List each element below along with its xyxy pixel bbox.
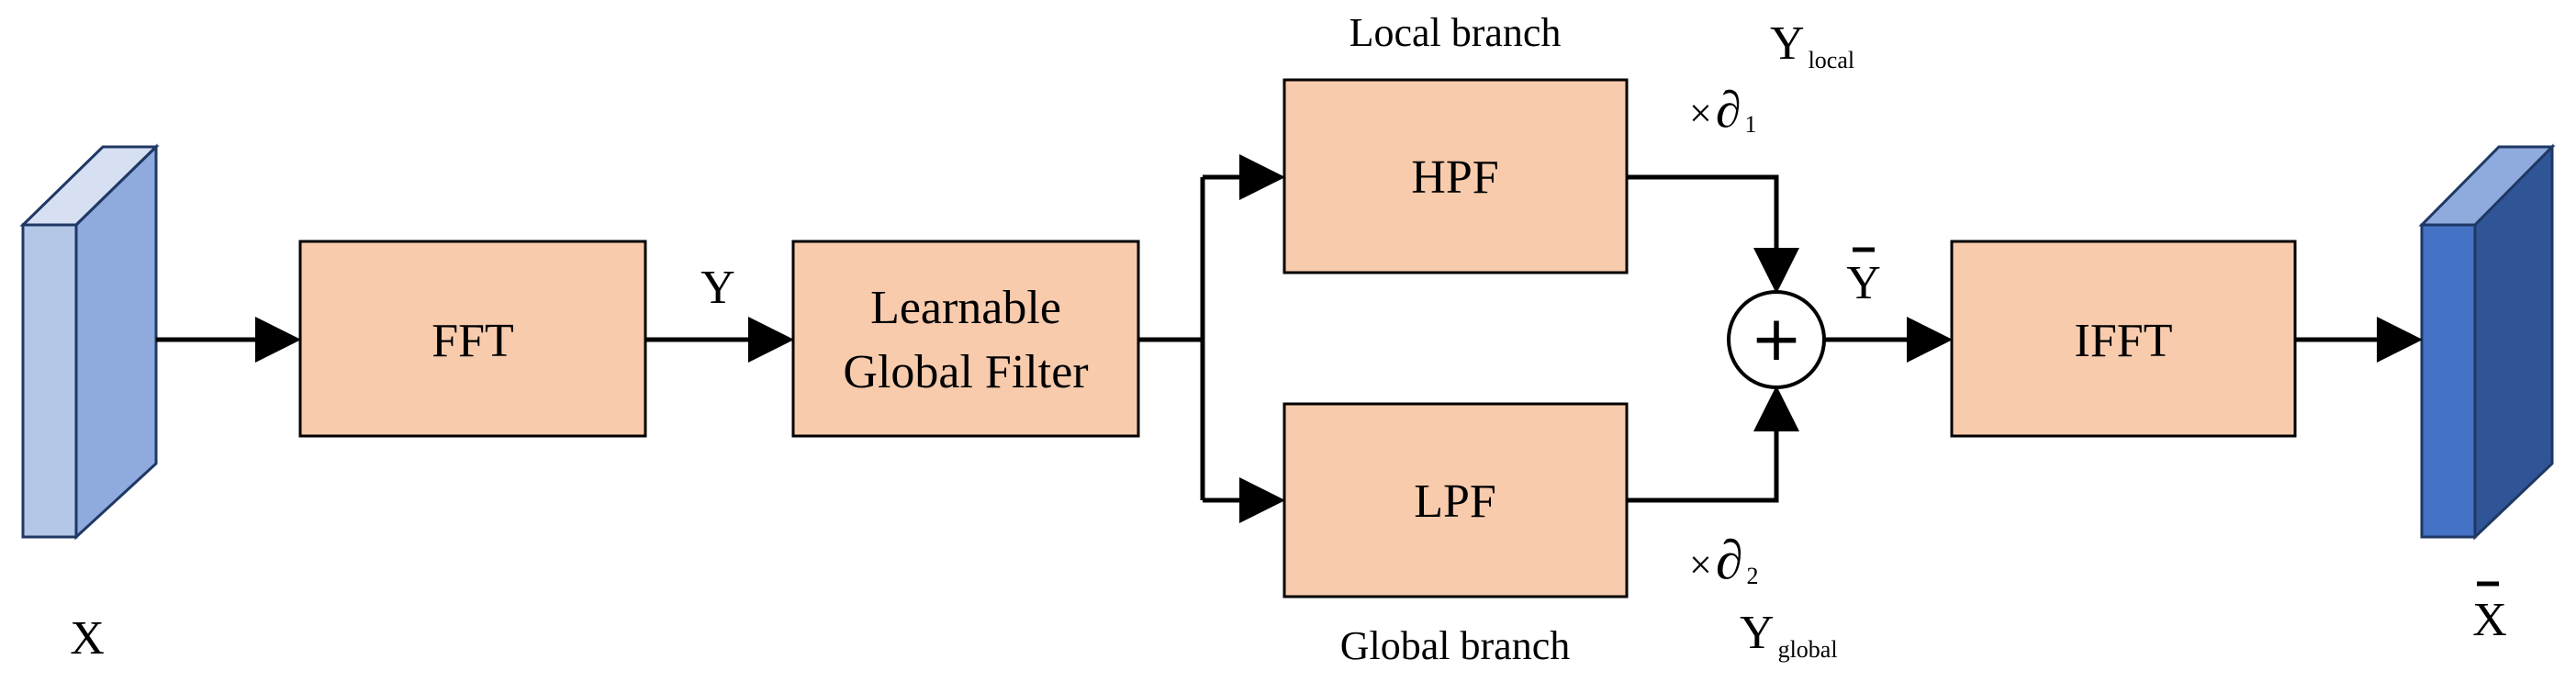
- local-branch-label: Local branch: [1350, 10, 1562, 55]
- y-local-label: Y local: [1770, 17, 1854, 73]
- input-tensor: [19, 143, 160, 541]
- global-filter-block: [791, 240, 1140, 438]
- weight1-prefix: ×: [1689, 91, 1712, 136]
- weight1-sub: 1: [1745, 111, 1757, 138]
- y-local-sub: local: [1809, 47, 1855, 73]
- arrow-hpf-to-sum: [1627, 174, 1799, 294]
- y-global-base: Y: [1740, 607, 1775, 659]
- ifft-label: IFFT: [2075, 315, 2173, 367]
- lpf-label: LPF: [1414, 475, 1496, 528]
- weight2-label: × ∂ 2: [1689, 530, 1758, 590]
- input-label: X: [70, 612, 105, 665]
- y-global-label: Y global: [1740, 607, 1838, 663]
- y-bar-label: Y: [1846, 257, 1881, 309]
- weight2-symbol: ∂: [1716, 530, 1743, 590]
- weight1-label: × ∂ 1: [1689, 82, 1757, 139]
- fft-block: [298, 240, 647, 438]
- weight1-symbol: ∂: [1716, 82, 1742, 139]
- weight2-prefix: ×: [1689, 542, 1712, 587]
- sum-symbol: +: [1751, 303, 1803, 375]
- sum-node: [1727, 290, 1826, 389]
- hpf-block: [1282, 78, 1629, 274]
- split-connector: [1138, 177, 1205, 500]
- y-global-sub: global: [1778, 636, 1838, 663]
- filter-label-line2: Global Filter: [843, 346, 1088, 398]
- arrow-lpf-to-sum: [1627, 386, 1799, 503]
- output-label: X: [2472, 594, 2507, 646]
- weight2-sub: 2: [1746, 563, 1758, 589]
- global-branch-label: Global branch: [1340, 623, 1570, 668]
- ifft-block: [1950, 240, 2297, 438]
- y-label: Y: [700, 262, 735, 314]
- y-local-base: Y: [1770, 17, 1805, 70]
- output-tensor: [2418, 143, 2556, 541]
- fft-label: FFT: [431, 315, 514, 367]
- hpf-label: HPF: [1411, 151, 1498, 204]
- lpf-block: [1282, 402, 1629, 598]
- filter-label-line1: Learnable: [870, 282, 1061, 334]
